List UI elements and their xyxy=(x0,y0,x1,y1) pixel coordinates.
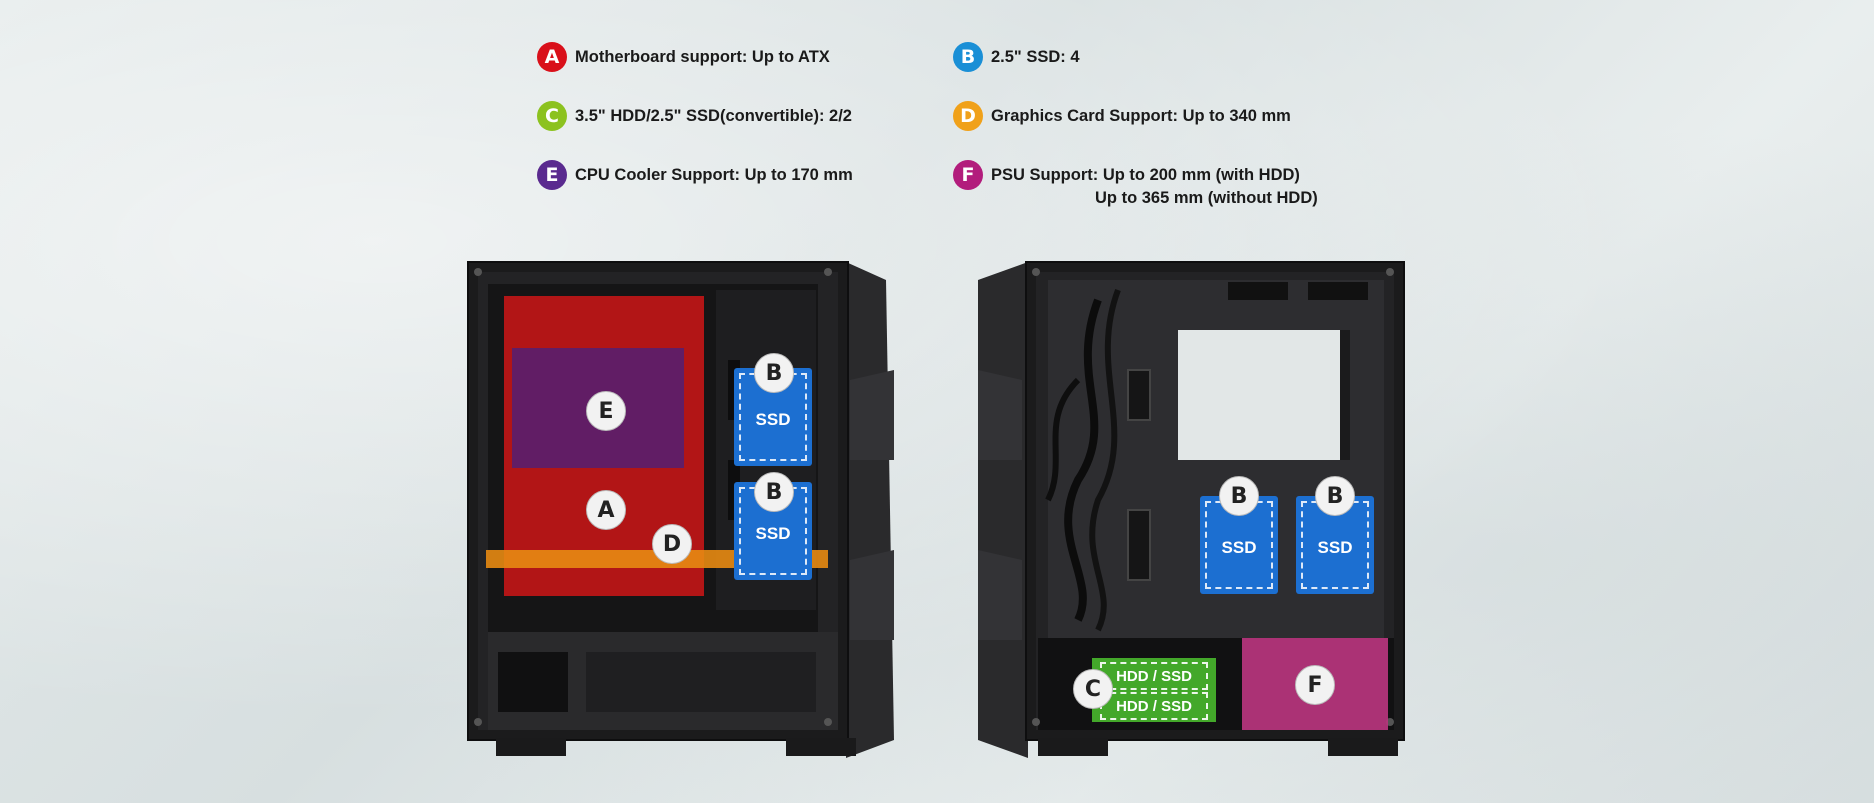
badge-b: B xyxy=(953,42,983,72)
spec-psu: F PSU Support: Up to 200 mm (with HDD) xyxy=(953,160,1300,190)
spec-psu-text: PSU Support: Up to 200 mm (with HDD) xyxy=(991,165,1300,184)
ssd-label: SSD xyxy=(755,524,791,543)
spec-hdd-text: 3.5" HDD/2.5" SSD(convertible): 2/2 xyxy=(575,106,852,125)
ssd-label: SSD xyxy=(755,410,791,429)
ssd-label: SSD xyxy=(1317,538,1353,557)
case-back-view: SSD SSD HDD / SSD HDD / SSD B B C F xyxy=(978,260,1406,760)
marker-b-front-lower: B xyxy=(754,472,794,512)
spec-ssd-text: 2.5" SSD: 4 xyxy=(991,47,1080,66)
badge-c: C xyxy=(537,101,567,131)
badge-e: E xyxy=(537,160,567,190)
spec-cpu-cooler: E CPU Cooler Support: Up to 170 mm xyxy=(537,160,853,190)
spec-motherboard-text: Motherboard support: Up to ATX xyxy=(575,47,830,66)
marker-b-back-right: B xyxy=(1315,476,1355,516)
badge-f: F xyxy=(953,160,983,190)
spec-psu-text-line2: Up to 365 mm (without HDD) xyxy=(1095,189,1318,207)
marker-b-back-left: B xyxy=(1219,476,1259,516)
marker-c: C xyxy=(1073,669,1113,709)
badge-d: D xyxy=(953,101,983,131)
marker-e: E xyxy=(586,391,626,431)
spec-gpu: D Graphics Card Support: Up to 340 mm xyxy=(953,101,1291,131)
badge-a: A xyxy=(537,42,567,72)
ssd-label: SSD xyxy=(1221,538,1257,557)
marker-b-front-upper: B xyxy=(754,353,794,393)
hdd-slot-upper: HDD / SSD xyxy=(1100,662,1208,690)
hdd-slot-lower: HDD / SSD xyxy=(1100,692,1208,720)
spec-cpu-cooler-text: CPU Cooler Support: Up to 170 mm xyxy=(575,165,853,184)
case-front-view: SSD SSD E A D B B xyxy=(466,260,896,760)
marker-a: A xyxy=(586,490,626,530)
spec-ssd: B 2.5" SSD: 4 xyxy=(953,42,1080,72)
spec-gpu-text: Graphics Card Support: Up to 340 mm xyxy=(991,106,1291,125)
marker-d: D xyxy=(652,524,692,564)
marker-f: F xyxy=(1295,665,1335,705)
spec-hdd: C 3.5" HDD/2.5" SSD(convertible): 2/2 xyxy=(537,101,852,131)
spec-motherboard: A Motherboard support: Up to ATX xyxy=(537,42,830,72)
